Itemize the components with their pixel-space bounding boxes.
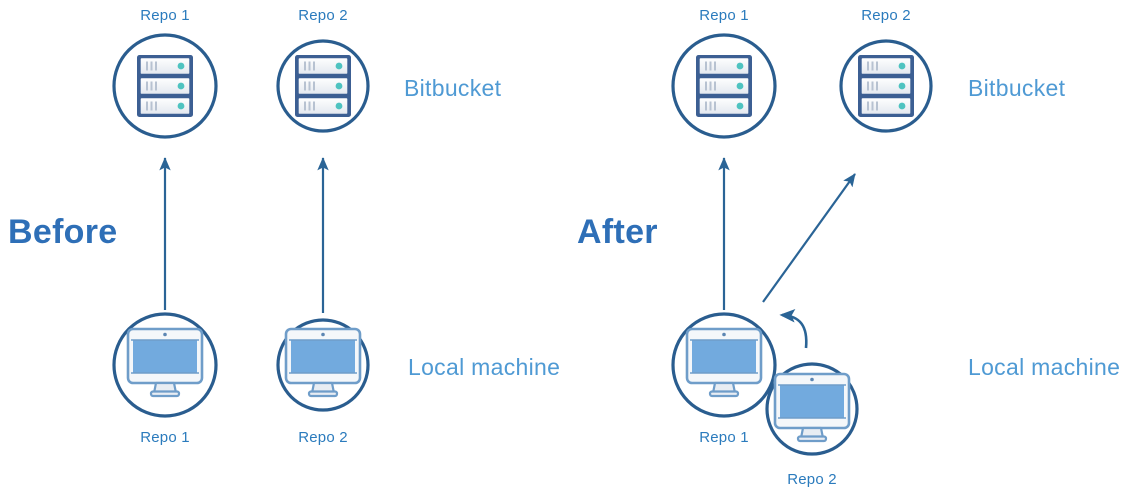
server-icon — [857, 54, 915, 118]
node-before-remote-repo-2[interactable] — [276, 39, 370, 133]
node-after-local-repo-2[interactable] — [765, 362, 859, 456]
node-label-before-local-repo-1: Repo 1 — [140, 429, 190, 446]
node-label-before-remote-repo-1: Repo 1 — [140, 7, 190, 24]
section-title-after: After — [577, 213, 658, 251]
zone-label-after-local-machine: Local machine — [968, 354, 1120, 380]
node-label-before-local-repo-2: Repo 2 — [298, 429, 348, 446]
node-label-after-local-repo-1: Repo 1 — [699, 429, 749, 446]
node-label-after-remote-repo-1: Repo 1 — [699, 7, 749, 24]
section-title-before: Before — [8, 213, 118, 251]
node-label-after-remote-repo-2: Repo 2 — [861, 7, 911, 24]
zone-label-before-local-machine: Local machine — [408, 354, 560, 380]
zone-label-before-bitbucket: Bitbucket — [404, 75, 502, 101]
node-before-local-repo-2[interactable] — [276, 318, 370, 412]
node-before-remote-repo-1[interactable] — [112, 33, 218, 139]
zone-label-after-bitbucket: Bitbucket — [968, 75, 1066, 101]
node-after-remote-repo-2[interactable] — [839, 39, 933, 133]
node-after-local-repo-1[interactable] — [671, 312, 777, 418]
node-label-after-local-repo-2: Repo 2 — [787, 471, 837, 488]
server-icon — [294, 54, 352, 118]
node-label-before-remote-repo-2: Repo 2 — [298, 7, 348, 24]
server-icon — [695, 54, 753, 118]
arrow-after-push-repo-2 — [762, 173, 856, 303]
section-after: Repo 1 Repo 2 Repo 1 Repo 2 After Bitbuc… — [577, 7, 1120, 488]
section-before: Repo 1 Repo 2 Repo 1 Repo 2 Before Bitbu… — [8, 7, 560, 446]
arrow-after-merge-into-repo-1 — [779, 308, 808, 349]
node-after-remote-repo-1[interactable] — [671, 33, 777, 139]
server-icon — [136, 54, 194, 118]
node-before-local-repo-1[interactable] — [112, 312, 218, 418]
